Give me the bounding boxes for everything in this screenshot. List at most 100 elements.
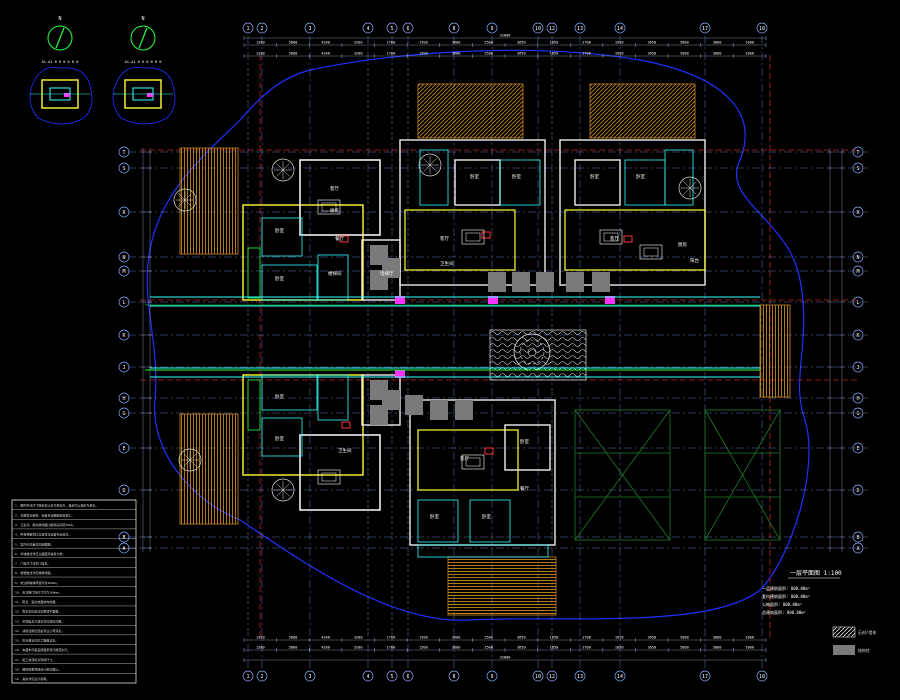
dimension-value: 5800: [289, 52, 298, 56]
axis-bubble-8: 8: [448, 670, 460, 682]
svg-text:J: J: [856, 365, 859, 371]
legend-hatch-label: 石材/墙体: [858, 629, 876, 635]
axis-bubble-5: 5: [386, 670, 398, 682]
courtyard-pool: [489, 329, 587, 381]
svg-text:G: G: [122, 411, 125, 417]
room-bedroom-c: [261, 417, 303, 457]
dimension-value: 1200: [256, 636, 265, 640]
room-label: 客厅: [330, 185, 339, 192]
svg-text:9: 9: [490, 674, 493, 680]
landscape-trees: [173, 153, 702, 502]
room-label: 电梯厅: [380, 270, 394, 277]
axis-bubble-E: E: [852, 442, 864, 454]
column-13: [382, 390, 400, 410]
stair-upper-left: [317, 254, 349, 301]
magenta-marker-3: [395, 370, 405, 378]
area-note-1: 一层建筑面积: 000.00m²: [762, 585, 810, 591]
svg-text:5: 5: [390, 26, 393, 32]
axis-bubble-G: G: [118, 407, 130, 419]
timber-decks: [179, 83, 791, 616]
key-plan-1: NA1-A1 0 0 0 0 0 0: [29, 16, 93, 125]
column-7: [488, 272, 506, 292]
axis-bubble-2: 2: [256, 22, 268, 34]
deck-west-lower: [179, 413, 239, 525]
axis-bubble-E: E: [118, 442, 130, 454]
room-label: 卧室: [275, 393, 284, 400]
axis-bubble-10: 10: [532, 670, 544, 682]
tree-icon: [678, 176, 702, 200]
svg-text:K: K: [856, 333, 859, 339]
plan-title-block: 一层平面图 1:100 一层建筑面积: 000.00m² 套内建筑面积: 000…: [762, 570, 842, 615]
axis-bubble-B: B: [852, 531, 864, 543]
general-note: 4. 所有预留洞口位置须与设备专业核对。: [15, 532, 71, 537]
tree-icon: [418, 153, 442, 177]
corridor: [150, 296, 760, 378]
svg-text:A: A: [122, 546, 125, 552]
column-12: [382, 258, 400, 278]
svg-text:12: 12: [549, 26, 555, 32]
courtyard-tree: [513, 333, 551, 371]
bedroom-south-3: [469, 499, 511, 543]
dimension-value: 5800: [680, 646, 689, 650]
deck-east: [759, 304, 791, 398]
plan-title: 一层平面图 1:100: [790, 570, 842, 577]
svg-text:L: L: [122, 300, 125, 306]
dimension-value: 32800: [500, 34, 511, 38]
dimension-value: 1200: [256, 52, 265, 56]
axis-bubble-M: M: [118, 265, 130, 277]
axis-bubble-K: K: [852, 329, 864, 341]
legend: 石材/墙体 结构柱: [832, 626, 876, 655]
furniture-2: [599, 229, 623, 245]
axis-bubble-18: 18: [756, 670, 768, 682]
dimension-value: 1000: [745, 646, 754, 650]
side-dimension-right-2: [828, 148, 832, 552]
column-5: [430, 400, 448, 420]
bedroom-north-right: [574, 159, 621, 206]
axis-bubble-6: 6: [402, 670, 414, 682]
room-label: 厨房: [678, 241, 687, 248]
svg-text:A: A: [856, 546, 859, 552]
furniture-4: [317, 469, 341, 485]
general-note: 18. 图纸变更须经设计单位确认。: [15, 666, 61, 671]
north-arrow-icon: N: [47, 16, 73, 51]
room-upper-left-living: [299, 159, 381, 236]
room-label: 卧室: [520, 438, 529, 445]
axis-bubble-1: 1: [242, 22, 254, 34]
svg-text:1: 1: [246, 674, 249, 680]
general-note: 10. 未注明门垛尺寸均为100mm。: [15, 589, 61, 594]
carport-structures: [574, 409, 781, 541]
axis-bubble-14: 14: [614, 670, 626, 682]
magenta-marker-2: [605, 296, 615, 304]
general-note: 15. 防水做法详见工程做法表。: [15, 638, 58, 643]
red-marker-3: [341, 421, 351, 429]
column-11: [592, 272, 610, 292]
svg-text:S: S: [122, 166, 125, 172]
legend-gray-swatch: [833, 645, 855, 655]
axis-bubble-A: A: [852, 542, 864, 554]
dimension-value: 3200: [354, 646, 363, 650]
axis-bubble-N: N: [852, 251, 864, 263]
side-dimension-left-1: [148, 148, 152, 552]
area-note-2: 套内建筑面积: 000.00m²: [762, 593, 810, 599]
dimension-value: 2700: [582, 52, 591, 56]
living-south: [417, 429, 519, 491]
deck-north-left: [417, 83, 524, 139]
axis-bubble-6: 6: [402, 22, 414, 34]
svg-text:D: D: [856, 488, 859, 494]
svg-text:E: E: [122, 446, 125, 452]
dimension-value: 4200: [321, 41, 330, 45]
balcony-lower-left: [247, 379, 261, 431]
room-labels: 卧室卧室卧室卧室客厅餐厅厨房卫生间卧室卧室卧室卧室客厅客厅厨房卫生间卧室卧室卧室…: [275, 173, 699, 520]
bedroom-north-left-2: [499, 159, 541, 206]
column-8: [512, 272, 530, 292]
axis-bubble-12: 12: [546, 22, 558, 34]
svg-text:M: M: [122, 269, 125, 275]
dimension-value: 3650: [517, 646, 526, 650]
svg-text:2: 2: [260, 674, 263, 680]
dimension-value: 3650: [517, 52, 526, 56]
furniture-1: [461, 229, 485, 245]
svg-text:H: H: [122, 396, 125, 402]
room-label: 厨房: [330, 207, 339, 214]
svg-text:3: 3: [308, 26, 311, 32]
